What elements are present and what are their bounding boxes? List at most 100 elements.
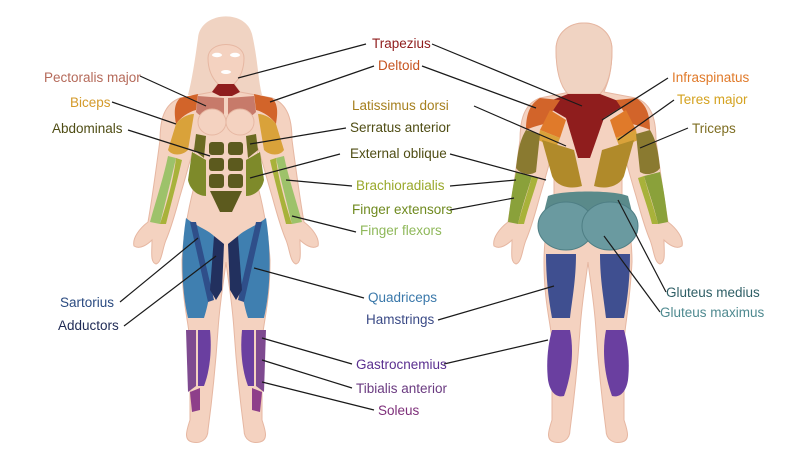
front-figure <box>133 16 319 443</box>
back-triceps-right <box>636 130 660 175</box>
leader-glut-maximus <box>603 235 661 313</box>
front-serratus-right <box>246 134 258 158</box>
front-face-eye-right <box>230 52 240 58</box>
leader-quadriceps <box>253 267 365 299</box>
leader-gastro-front <box>261 337 353 365</box>
label-trapezius: Trapezius <box>372 36 431 51</box>
back-gastrocnemius-right <box>604 330 629 397</box>
front-sartorius-left <box>190 222 214 302</box>
front-body-silhouette <box>133 44 319 443</box>
leader-fingerflex <box>291 215 357 233</box>
leader-serratus <box>249 127 347 145</box>
front-chest-right <box>225 108 255 136</box>
label-finger-extensors: Finger extensors <box>352 202 453 217</box>
back-forearm-right-2 <box>638 176 658 224</box>
back-triceps-left <box>516 130 540 175</box>
label-serratus-anterior: Serratus anterior <box>350 120 451 135</box>
back-hamstrings-left <box>546 254 576 318</box>
back-gastrocnemius-left <box>547 330 572 397</box>
leader-soleus <box>261 381 375 411</box>
front-deltoid-left <box>174 94 198 124</box>
back-trapezius <box>542 94 626 158</box>
label-latissimus-dorsi: Latissimus dorsi <box>352 98 449 113</box>
leader-deltoid-back <box>421 65 537 109</box>
leader-infraspinatus <box>601 77 669 121</box>
label-soleus: Soleus <box>378 403 420 418</box>
label-external-oblique: External oblique <box>350 146 447 161</box>
back-deltoid-left <box>526 98 560 130</box>
back-gluteus-maximus-right <box>581 201 639 251</box>
front-tibialis-left <box>186 330 196 392</box>
label-quadriceps: Quadriceps <box>368 290 438 305</box>
label-finger-flexors: Finger flexors <box>360 223 442 238</box>
label-gluteus-medius: Gluteus medius <box>666 285 760 300</box>
label-sartorius: Sartorius <box>60 295 115 310</box>
front-forearm-right-brachio <box>270 158 292 224</box>
front-soleus-left <box>190 388 200 412</box>
label-gastrocnemius: Gastrocnemius <box>356 357 447 372</box>
label-tibialis-anterior: Tibialis anterior <box>356 381 448 396</box>
leader-deltoid-front <box>269 65 375 103</box>
front-gastrocnemius-right <box>241 330 254 386</box>
back-forearm-left <box>508 172 532 224</box>
label-adductors: Adductors <box>58 318 119 333</box>
back-infraspinatus-right <box>610 110 636 138</box>
label-infraspinatus: Infraspinatus <box>672 70 750 85</box>
front-biceps-right <box>258 114 284 155</box>
label-abdominals: Abdominals <box>52 121 123 136</box>
label-gluteus-maximus: Gluteus maximus <box>660 305 765 320</box>
front-tibialis-right <box>256 330 266 392</box>
back-teres-right <box>616 130 638 148</box>
back-hamstrings-right <box>600 254 630 318</box>
label-brachioradialis: Brachioradialis <box>356 178 445 193</box>
back-latissimus-right <box>594 140 634 188</box>
leader-pectoralis <box>139 75 207 107</box>
label-hamstrings: Hamstrings <box>366 312 435 327</box>
leader-glut-medius <box>617 199 667 293</box>
leader-gastro-back <box>443 339 549 365</box>
front-oblique-right <box>246 152 264 196</box>
leader-teres <box>617 99 675 141</box>
back-latissimus-left <box>542 140 582 188</box>
label-pectoralis-major: Pectoralis major <box>44 70 141 85</box>
back-infraspinatus-left <box>540 110 566 138</box>
front-chest-left <box>197 108 227 136</box>
leader-tibialis <box>261 359 353 389</box>
label-biceps: Biceps <box>70 95 111 110</box>
back-forearm-right <box>644 172 668 224</box>
front-adductors-right <box>228 236 242 300</box>
back-forearm-left-2 <box>518 176 538 224</box>
front-face-eye-left <box>212 52 222 58</box>
leader-abdominals <box>127 129 211 157</box>
leader-hamstrings <box>437 285 555 321</box>
leader-fingerext <box>449 197 515 211</box>
leader-latissimus <box>473 105 567 147</box>
leader-brachio-front <box>285 179 353 187</box>
label-triceps: Triceps <box>692 121 736 136</box>
front-adductors-left <box>210 236 224 300</box>
leader-adductors <box>123 255 217 327</box>
front-trapezius <box>212 84 240 96</box>
front-face-mouth <box>221 70 231 74</box>
front-forearm-right-flexor <box>276 156 302 224</box>
leader-trapezius-back <box>431 43 583 107</box>
leader-lines <box>111 43 689 411</box>
label-teres-major: Teres major <box>677 92 748 107</box>
leader-oblique-back <box>449 153 547 181</box>
front-gastrocnemius-left <box>198 330 211 386</box>
front-soleus-right <box>252 388 262 412</box>
front-forearm-left-flexor <box>150 156 176 224</box>
leader-sartorius <box>119 237 199 303</box>
leader-biceps <box>111 101 177 125</box>
front-sartorius-right <box>238 222 262 302</box>
label-deltoid: Deltoid <box>378 58 421 73</box>
leader-oblique <box>249 153 341 179</box>
leader-triceps <box>639 127 689 149</box>
front-forearm-left-brachio <box>160 158 182 224</box>
back-figure <box>493 22 683 443</box>
leader-trapezius-front <box>237 43 367 79</box>
front-oblique-left <box>188 152 206 196</box>
leader-brachio-back <box>449 179 517 187</box>
